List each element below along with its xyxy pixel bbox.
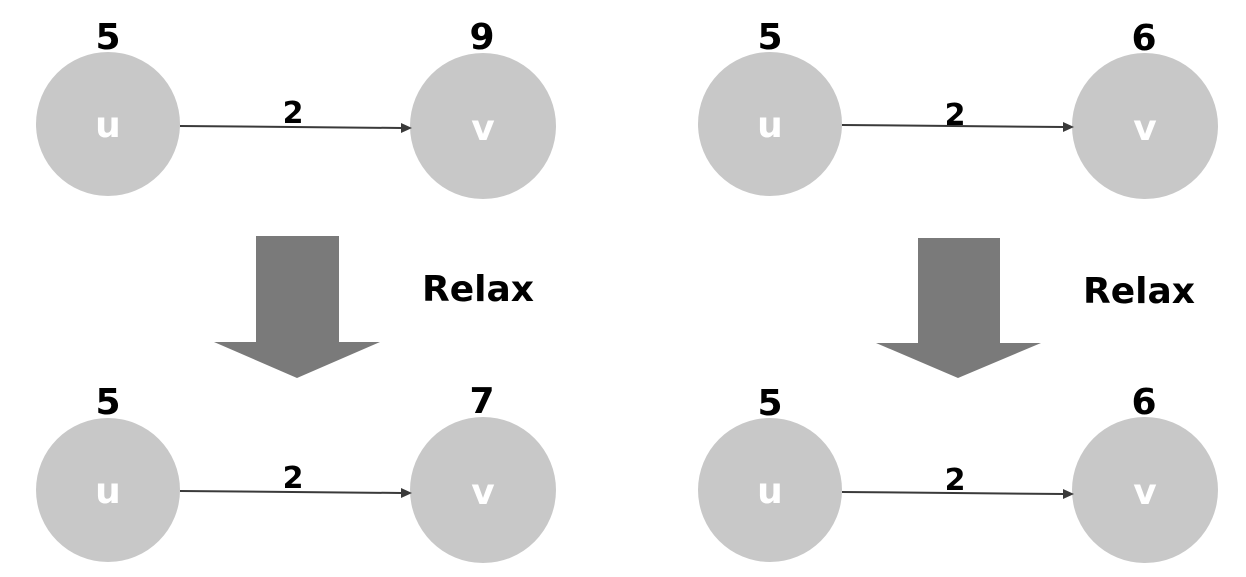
left-after-edge-arrowhead [401,488,412,498]
right-after-v-distance: 6 [1131,382,1156,423]
left-before-v-distance: 9 [469,17,494,58]
right-before-edge [841,124,1065,128]
right-relax-arrow [876,238,1041,378]
left-panel: u 5 v 9 2 Relax u 5 v 7 2 [36,17,556,563]
left-after-node-v-label: v [471,472,494,513]
left-after-graph: u 5 v 7 2 [36,381,556,563]
right-after-edge-arrowhead [1063,489,1074,499]
left-after-node-u-label: u [95,471,121,512]
right-after-node-v-label: v [1133,472,1156,513]
left-after-edge-weight: 2 [283,461,304,496]
right-before-v-distance: 6 [1131,18,1156,59]
right-after-u-distance: 5 [757,383,782,424]
left-before-node-u-label: u [95,105,121,146]
right-after-edge-weight: 2 [945,463,966,498]
left-relax-arrow [214,236,380,378]
left-after-u-distance: 5 [95,382,120,423]
left-before-u-distance: 5 [95,17,120,58]
right-before-edge-arrowhead [1063,122,1074,132]
right-after-node-u-label: u [757,471,783,512]
right-before-graph: u 5 v 6 2 [698,17,1218,199]
right-after-edge [841,491,1065,495]
right-after-node-v [1072,417,1218,563]
left-after-node-u [36,418,180,562]
right-before-node-u-label: u [757,105,783,146]
right-after-graph: u 5 v 6 2 [698,382,1218,563]
left-before-node-v-label: v [471,108,494,149]
left-before-node-v [410,53,556,199]
right-panel: u 5 v 6 2 Relax u 5 v 6 2 [698,17,1218,563]
left-relax-label: Relax [422,269,534,310]
right-before-u-distance: 5 [757,17,782,58]
left-before-node-u [36,52,180,196]
left-before-graph: u 5 v 9 2 [36,17,556,199]
right-after-node-u [698,418,842,562]
left-after-v-distance: 7 [469,381,494,422]
right-relax-label: Relax [1083,271,1195,312]
left-before-edge-arrowhead [401,123,412,133]
left-before-edge-weight: 2 [283,96,304,131]
left-after-edge [179,490,403,494]
left-after-node-v [410,417,556,563]
right-before-node-v-label: v [1133,108,1156,149]
right-before-edge-weight: 2 [945,98,966,133]
left-before-edge [179,125,403,129]
right-before-node-u [698,52,842,196]
right-before-node-v [1072,53,1218,199]
